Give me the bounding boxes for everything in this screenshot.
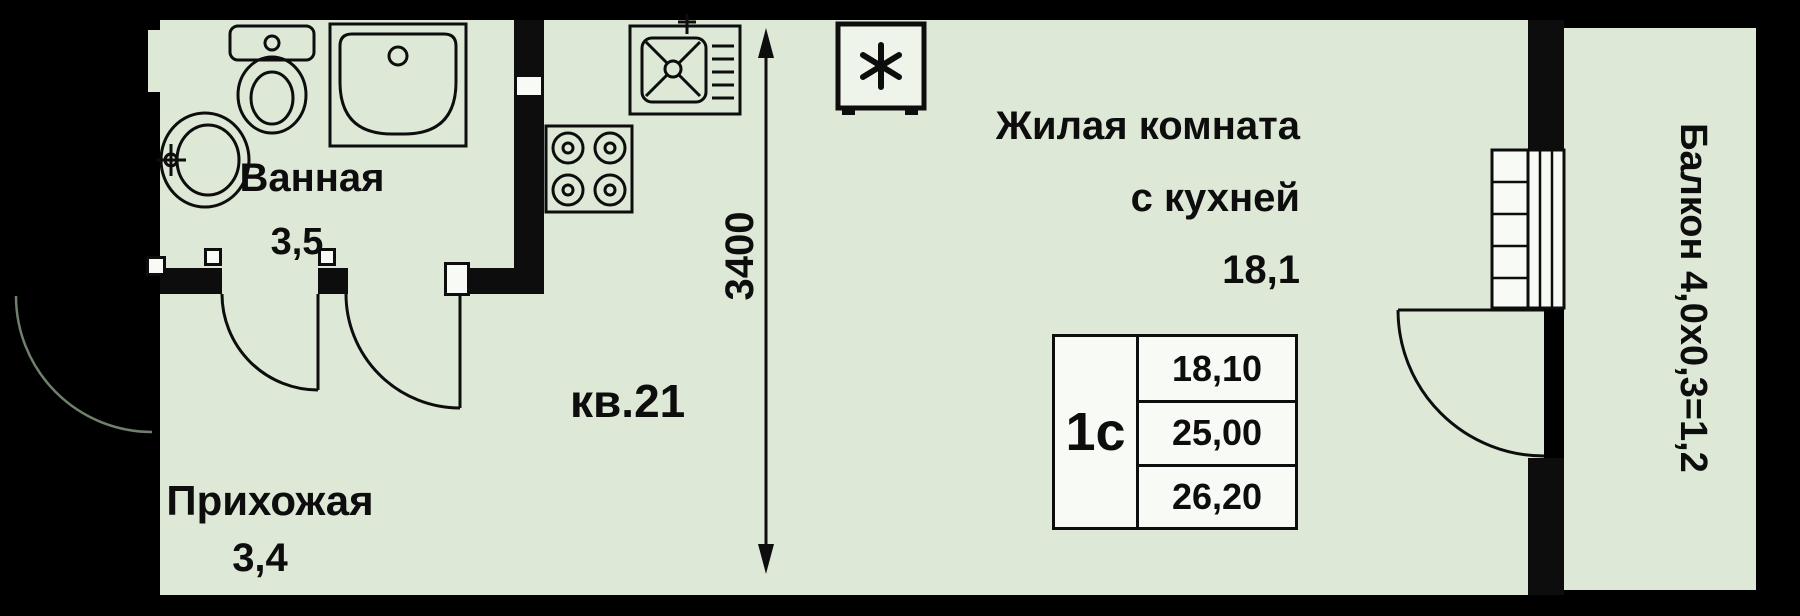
- balcony-floor: [1564, 28, 1756, 590]
- door-jamb-marker: [204, 248, 222, 266]
- wall: [514, 20, 544, 294]
- living-room-label-line1: Жилая комната: [995, 104, 1300, 148]
- wall-marker: [514, 74, 544, 98]
- hallway-area: 3,4: [232, 536, 288, 580]
- stamp-total-area: 25,00: [1139, 400, 1295, 463]
- living-room-area: 18,1: [1222, 248, 1300, 292]
- wall: [318, 268, 348, 294]
- bathroom-label: Ванная: [239, 156, 385, 200]
- dimension-label: 3400: [718, 211, 762, 301]
- stamp-living-area: 18,10: [1171, 347, 1263, 389]
- apartment-type: 1с: [1055, 337, 1139, 527]
- balcony-label: Балкон 4,0х0,3=1,2: [1671, 123, 1714, 473]
- wall: [1528, 20, 1564, 150]
- apartment-stamp-table: 1с 18,10 25,00 26,20: [1052, 334, 1298, 530]
- apartment-number: кв.21: [570, 375, 686, 427]
- wall: [160, 268, 222, 294]
- door-jamb-marker: [318, 248, 336, 266]
- wall-marker: [444, 262, 470, 296]
- wall: [1528, 458, 1564, 595]
- bathroom-area: 3,5: [270, 221, 324, 263]
- wall-marker: [146, 256, 166, 276]
- living-room-label-line2: с кухней: [1130, 176, 1300, 220]
- wall-notch: [148, 30, 172, 92]
- entrance-door: [14, 295, 153, 434]
- hallway-label: Прихожая: [166, 477, 374, 524]
- stamp-total-area-with-balcony: 26,20: [1139, 463, 1295, 527]
